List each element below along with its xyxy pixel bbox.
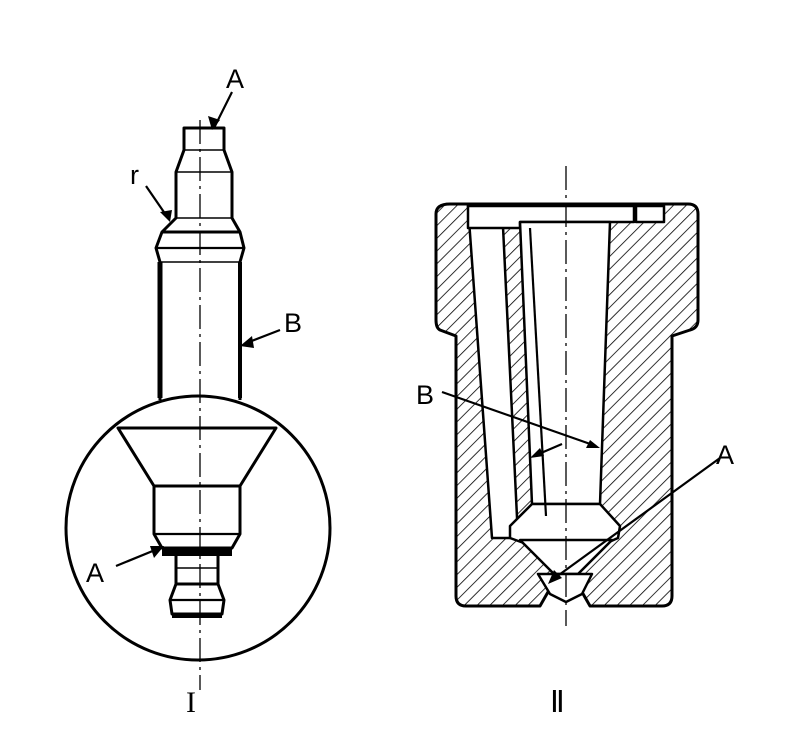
numeral-I: I xyxy=(186,686,196,719)
label-A-bottom: A xyxy=(86,558,104,588)
needle-tip xyxy=(160,126,242,234)
needle-cone xyxy=(116,426,278,488)
label-A-right: A xyxy=(716,440,734,470)
pintle-collar xyxy=(162,548,232,556)
nozzle-body-figure: B A Ⅱ xyxy=(416,166,734,719)
label-B-right: B xyxy=(416,380,434,410)
label-B-left: B xyxy=(284,308,302,338)
detail-circle xyxy=(64,394,332,662)
label-A-top: A xyxy=(226,64,244,94)
needle-pintle xyxy=(152,484,242,550)
label-r: r xyxy=(130,160,139,190)
top-recess xyxy=(634,204,666,224)
numeral-II: Ⅱ xyxy=(550,686,565,719)
needle-figure: A r B A I xyxy=(64,64,332,719)
needle-bore xyxy=(518,220,612,506)
